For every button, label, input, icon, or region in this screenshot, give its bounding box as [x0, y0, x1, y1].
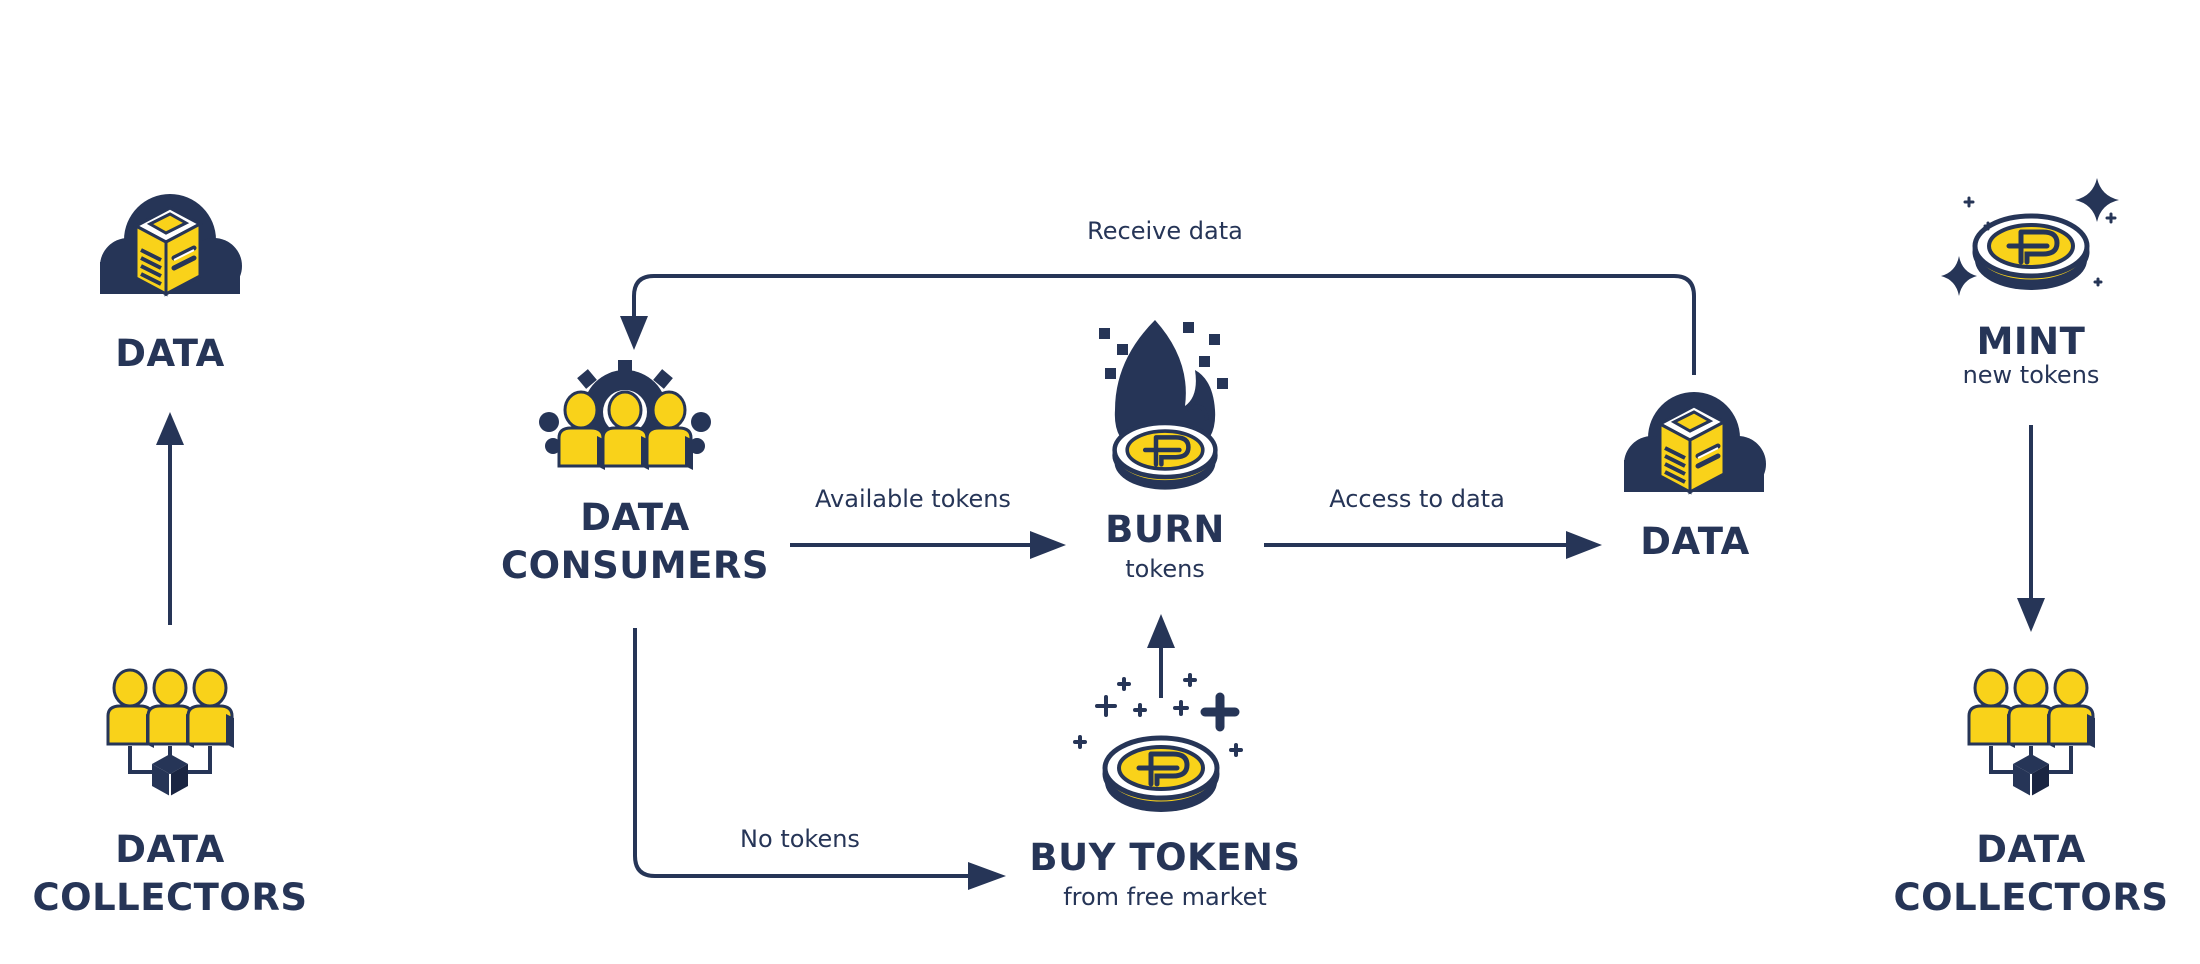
- connector-mint-to-collectors: [2017, 425, 2045, 632]
- burn-subtitle: tokens: [1125, 555, 1205, 583]
- data-title-left: DATA: [115, 332, 225, 375]
- edge-label-available-tokens: Available tokens: [815, 485, 1011, 513]
- mint-subtitle: new tokens: [1962, 361, 2100, 389]
- collectors-group-icon: [1969, 670, 2095, 796]
- data-collectors-line1: DATA: [115, 828, 225, 871]
- coin-plus-icon: [1073, 673, 1243, 812]
- data-consumers-line1: DATA: [580, 496, 690, 539]
- data-collectors-line1: DATA: [1976, 828, 2086, 871]
- sparkling-coin-icon: [1941, 178, 2119, 296]
- edge-label-access-to-data: Access to data: [1329, 485, 1505, 513]
- data-cloud-icon: [1624, 392, 1766, 492]
- connector-access-to-data: [1264, 531, 1602, 559]
- data-title-right: DATA: [1640, 520, 1750, 563]
- burn-label: BURN tokens: [1000, 506, 1330, 584]
- connector-buy-to-burn: [1147, 614, 1175, 698]
- data-collectors-label-left: DATA COLLECTORS: [0, 826, 340, 922]
- data-cloud-icon: [100, 194, 242, 294]
- data-collectors-line2: COLLECTORS: [32, 876, 308, 919]
- data-collectors-line2: COLLECTORS: [1893, 876, 2169, 919]
- edge-label-receive-data: Receive data: [1087, 217, 1243, 245]
- buy-tokens-title: BUY TOKENS: [1029, 836, 1301, 879]
- connector-available-tokens: [790, 531, 1066, 559]
- mint-label: MINT new tokens: [1866, 318, 2196, 390]
- buy-tokens-label: BUY TOKENS from free market: [990, 834, 1340, 912]
- consumers-gear-icon: [539, 360, 711, 472]
- connector-no-tokens: [633, 628, 1006, 890]
- connector-receive-data-loop: [620, 274, 1696, 375]
- data-collectors-label-right: DATA COLLECTORS: [1866, 826, 2196, 922]
- data-consumers-line2: CONSUMERS: [501, 544, 769, 587]
- burn-title: BURN: [1105, 508, 1225, 551]
- buy-tokens-subtitle: from free market: [1063, 883, 1267, 911]
- burning-coin-icon: [1099, 320, 1228, 490]
- data-consumers-label: DATA CONSUMERS: [465, 494, 805, 590]
- edge-label-no-tokens: No tokens: [740, 825, 860, 853]
- connector-data-collectors-to-data: [156, 412, 184, 625]
- mint-title: MINT: [1976, 320, 2086, 363]
- collectors-group-icon: [108, 670, 234, 796]
